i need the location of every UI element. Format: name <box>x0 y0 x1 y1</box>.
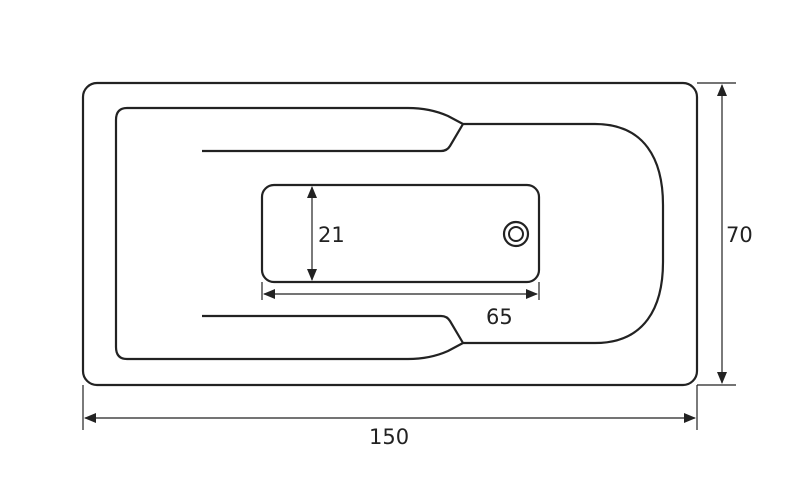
drain-icon <box>502 220 530 248</box>
tub-flat-bottom <box>260 183 541 284</box>
dimension-label-bottom-width: 21 <box>318 223 345 247</box>
armrest-ridge-top <box>202 123 464 153</box>
dimension-label-bottom-length: 65 <box>486 305 513 329</box>
dimension-label-overall-length: 150 <box>369 425 409 449</box>
armrest-ridge-bottom <box>202 314 464 344</box>
tub-inner-basin <box>114 106 665 361</box>
dimension-label-overall-width: 70 <box>726 223 753 247</box>
tub-outer-rim <box>81 81 699 387</box>
